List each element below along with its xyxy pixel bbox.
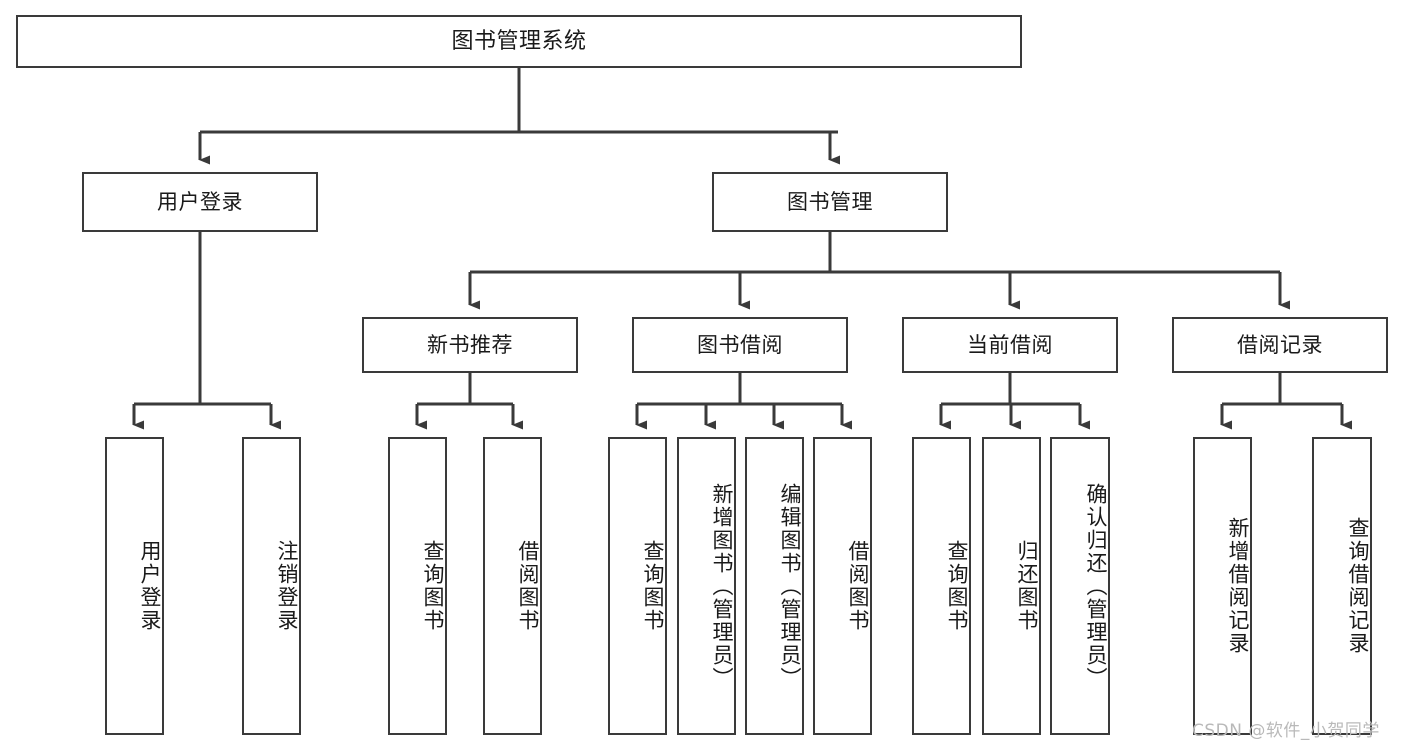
node-leaf-borrow-book-1[interactable]: 借阅图书 [483,437,542,735]
node-leaf-query-book-2[interactable]: 查询图书 [608,437,667,735]
node-leaf-confirm-return-label: 确认归还（管理员） [1084,482,1108,690]
node-new-book-recommend-label: 新书推荐 [427,332,513,357]
csdn-watermark: CSDN @软件_小贺同学 [1192,721,1380,741]
node-user-login-label: 用户登录 [157,189,243,214]
node-leaf-borrow-book-2-label: 借阅图书 [846,540,870,632]
node-leaf-query-book-1[interactable]: 查询图书 [388,437,447,735]
node-leaf-edit-book-label: 编辑图书（管理员） [778,482,802,690]
node-leaf-user-logout-label: 注销登录 [275,540,299,632]
node-book-manage[interactable]: 图书管理 [712,172,948,232]
node-leaf-return-book[interactable]: 归还图书 [982,437,1041,735]
node-leaf-add-book-label: 新增图书（管理员） [710,482,734,690]
node-borrow-record[interactable]: 借阅记录 [1172,317,1388,373]
node-book-manage-label: 图书管理 [787,189,873,214]
node-leaf-query-book-3[interactable]: 查询图书 [912,437,971,735]
node-leaf-borrow-book-1-label: 借阅图书 [516,540,540,632]
node-leaf-edit-book[interactable]: 编辑图书（管理员） [745,437,804,735]
node-current-borrow[interactable]: 当前借阅 [902,317,1118,373]
node-leaf-user-logout[interactable]: 注销登录 [242,437,301,735]
node-borrow-record-label: 借阅记录 [1237,332,1323,357]
node-leaf-user-login[interactable]: 用户登录 [105,437,164,735]
node-leaf-user-login-label: 用户登录 [138,540,162,632]
node-leaf-add-record-label: 新增借阅记录 [1226,517,1250,655]
node-leaf-query-book-1-label: 查询图书 [421,540,445,632]
node-user-login[interactable]: 用户登录 [82,172,318,232]
node-leaf-query-book-2-label: 查询图书 [641,540,665,632]
node-leaf-confirm-return[interactable]: 确认归还（管理员） [1050,437,1110,735]
node-leaf-query-record-label: 查询借阅记录 [1346,517,1370,655]
node-leaf-query-book-3-label: 查询图书 [945,540,969,632]
node-leaf-query-record[interactable]: 查询借阅记录 [1312,437,1372,735]
node-leaf-borrow-book-2[interactable]: 借阅图书 [813,437,872,735]
node-leaf-add-record[interactable]: 新增借阅记录 [1193,437,1252,735]
node-book-borrow[interactable]: 图书借阅 [632,317,848,373]
node-book-borrow-label: 图书借阅 [697,332,783,357]
node-leaf-add-book[interactable]: 新增图书（管理员） [677,437,736,735]
node-root[interactable]: 图书管理系统 [16,15,1022,68]
node-root-label: 图书管理系统 [451,28,587,54]
node-new-book-recommend[interactable]: 新书推荐 [362,317,578,373]
node-current-borrow-label: 当前借阅 [967,332,1053,357]
node-leaf-return-book-label: 归还图书 [1015,540,1039,632]
